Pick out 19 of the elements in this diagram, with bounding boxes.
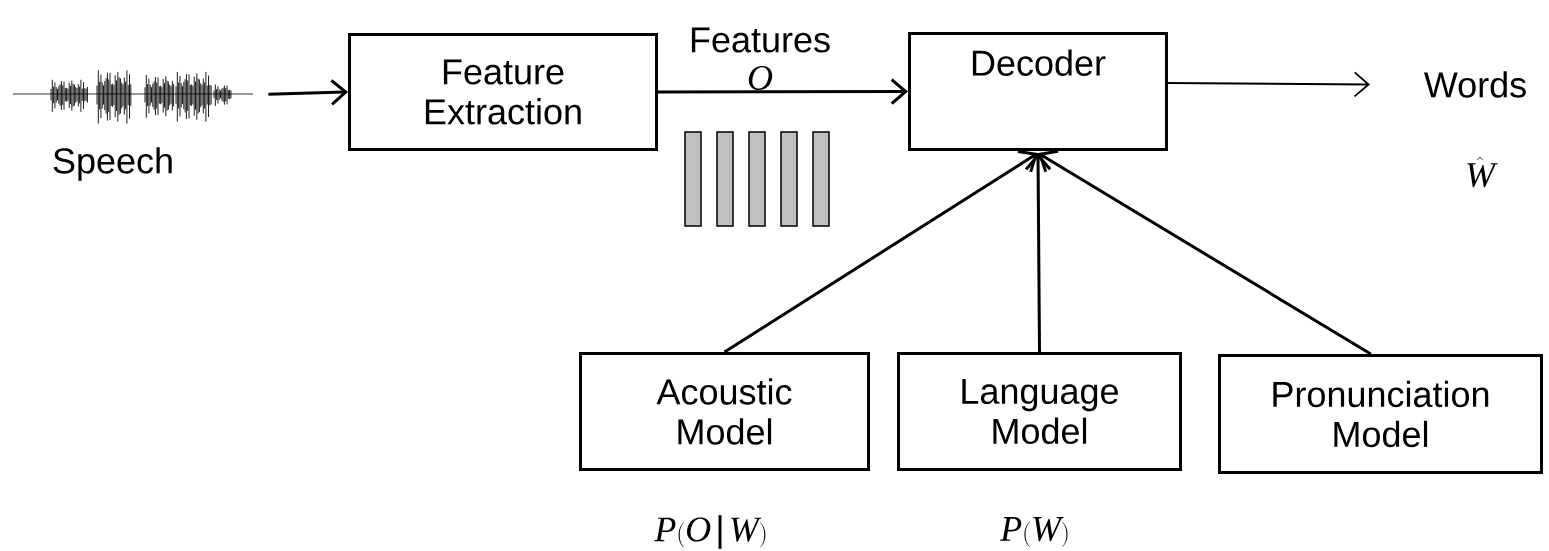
arrow xyxy=(658,78,908,105)
math-label: $\hat{W}$ xyxy=(1467,156,1498,188)
edge-label: Features xyxy=(688,26,833,54)
arrow xyxy=(723,150,1038,354)
waveform-drawing xyxy=(12,69,254,125)
process-box: Feature Extraction xyxy=(348,33,658,151)
arrow xyxy=(1038,149,1372,356)
arrow xyxy=(1167,71,1370,98)
arrow xyxy=(1025,153,1052,352)
process-box: Language Model xyxy=(897,352,1182,471)
caption-text: Speech xyxy=(53,147,172,181)
math-label: $O$ xyxy=(748,65,773,91)
math-label: $P(W)$ xyxy=(1000,517,1068,547)
math-label: $P(O\,\mathchar"07C\,W)$ xyxy=(654,515,766,549)
arrow xyxy=(268,79,348,106)
output-text: Words xyxy=(1424,71,1526,98)
process-box: Pronunciation Model xyxy=(1218,354,1543,474)
process-box: Decoder xyxy=(908,32,1168,151)
process-box: Acoustic Model xyxy=(579,352,870,471)
